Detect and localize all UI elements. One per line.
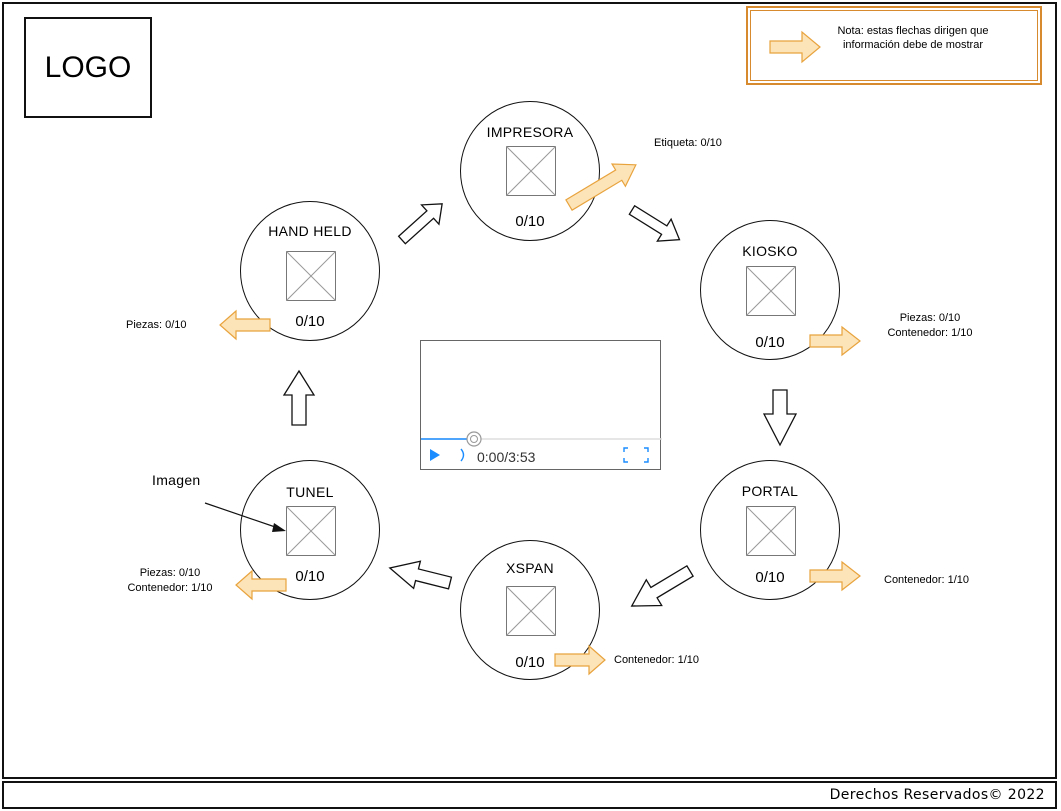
node-title: IMPRESORA: [486, 124, 574, 140]
info-arrow-icon: [219, 309, 271, 341]
label-imagen: Imagen: [152, 472, 201, 488]
node-count: 0/10: [295, 313, 325, 330]
logo: LOGO: [24, 17, 152, 118]
image-placeholder-icon: [746, 506, 796, 556]
label-impresora-etiqueta: Etiqueta: 0/10: [654, 137, 722, 149]
flow-arrow-icon: [762, 389, 798, 447]
note-text: Nota: estas flechas dirigen que informac…: [837, 25, 989, 51]
canvas-frame: [2, 2, 1057, 779]
label-tunel-contenedor: Contenedor: 1/10: [127, 582, 213, 594]
flow-arrow-icon: [630, 564, 694, 607]
footer: Derechos Reservados© 2022: [2, 781, 1057, 809]
flow-arrow-icon: [388, 560, 453, 590]
label-tunel-piezas: Piezas: 0/10: [139, 567, 201, 579]
video-time: 0:00/3:53: [477, 449, 536, 465]
imagen-pointer-head: [272, 523, 286, 532]
node-title: TUNEL: [286, 484, 334, 500]
play-icon[interactable]: [429, 449, 441, 461]
note-box: Nota: estas flechas dirigen que informac…: [746, 6, 1042, 85]
node-title: PORTAL: [741, 483, 799, 499]
info-arrow-icon: [809, 325, 861, 357]
node-impresora[interactable]: IMPRESORA 0/10: [460, 101, 600, 241]
node-count: 0/10: [755, 569, 785, 586]
node-handheld[interactable]: HAND HELD 0/10: [240, 201, 380, 341]
label-portal-contenedor: Contenedor: 1/10: [884, 574, 970, 586]
volume-icon[interactable]: [459, 447, 467, 463]
node-count: 0/10: [515, 213, 545, 230]
node-xspan[interactable]: XSPAN 0/10: [460, 540, 600, 680]
image-placeholder-icon: [286, 506, 336, 556]
info-arrow-icon: [565, 163, 637, 211]
info-arrow-icon: [554, 644, 606, 676]
image-placeholder-icon: [506, 586, 556, 636]
info-arrow-icon: [235, 569, 287, 601]
image-placeholder-icon: [746, 266, 796, 316]
label-kiosko-contenedor: Contenedor: 1/10: [887, 327, 973, 339]
progress-track[interactable]: [421, 429, 662, 449]
node-title: KIOSKO: [742, 243, 798, 259]
flow-arrow-icon: [628, 204, 681, 242]
flow-arrow-icon: [397, 203, 443, 245]
node-tunel[interactable]: TUNEL 0/10: [240, 460, 380, 600]
image-placeholder-icon: [506, 146, 556, 196]
label-kiosko-piezas: Piezas: 0/10: [899, 312, 961, 324]
label-xspan-contenedor: Contenedor: 1/10: [614, 654, 700, 666]
node-count: 0/10: [295, 568, 325, 585]
flow-arrow-icon: [282, 369, 316, 426]
node-title: XSPAN: [506, 560, 554, 576]
label-handheld-piezas: Piezas: 0/10: [126, 319, 187, 331]
logo-text: LOGO: [44, 50, 132, 84]
copyright-text: Derechos Reservados© 2022: [829, 787, 1045, 803]
fullscreen-icon[interactable]: [623, 447, 649, 463]
image-placeholder-icon: [286, 251, 336, 301]
info-arrow-icon: [809, 560, 861, 592]
node-count: 0/10: [755, 334, 785, 351]
node-title: HAND HELD: [268, 223, 352, 239]
imagen-pointer-line: [204, 502, 282, 530]
info-arrow-icon: [769, 30, 821, 64]
video-player[interactable]: 0:00/3:53: [420, 340, 662, 470]
node-count: 0/10: [515, 654, 545, 671]
video-controls: 0:00/3:53: [421, 431, 662, 469]
